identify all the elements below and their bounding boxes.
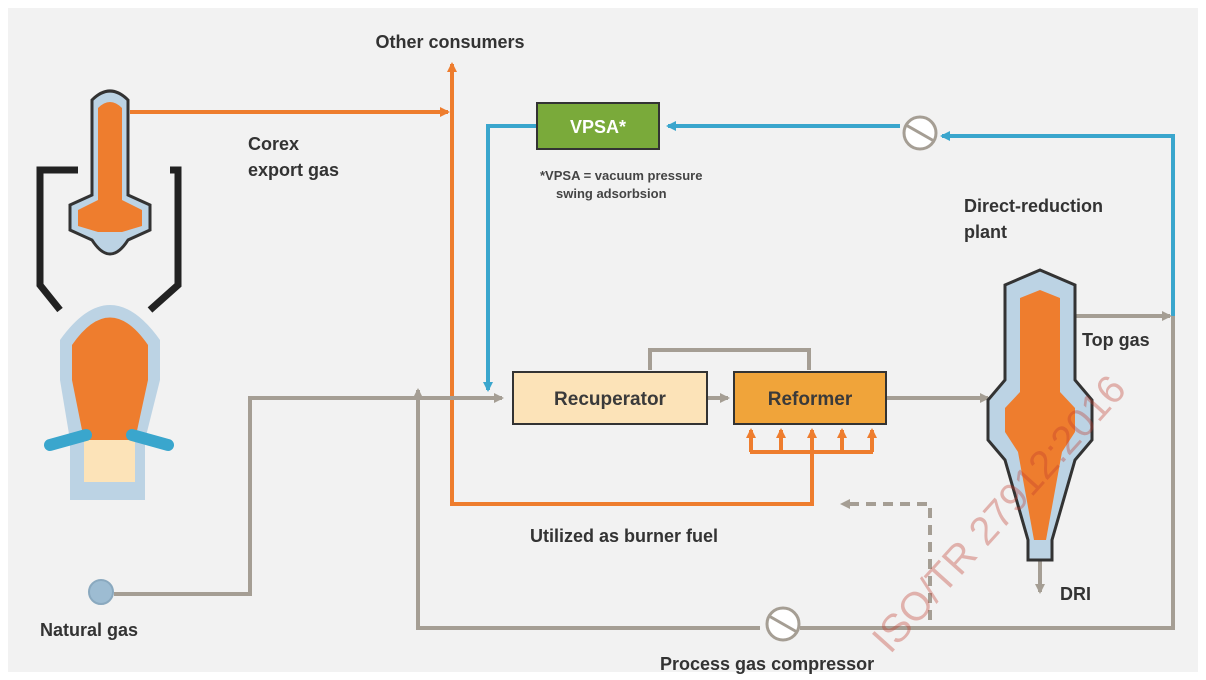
direct-reduction-plant-label-line2: plant <box>964 222 1007 242</box>
burner-fuel-label: Utilized as burner fuel <box>530 526 718 546</box>
corex-plant <box>36 89 182 500</box>
natural-gas-line <box>114 393 504 596</box>
vpsa-unit: VPSA* <box>536 102 660 150</box>
dri-label: DRI <box>1060 584 1091 604</box>
grey-process-lines <box>114 311 1175 630</box>
corex-hearth <box>84 440 135 482</box>
direct-reduction-shaft <box>986 268 1094 562</box>
dashed-fuel-line <box>840 499 932 620</box>
reformer-label: Reformer <box>768 389 853 410</box>
natural-gas-label: Natural gas <box>40 620 138 640</box>
recuperator-unit: Recuperator <box>512 371 708 425</box>
reformer-unit: Reformer <box>733 371 887 425</box>
other-consumers-label: Other consumers <box>375 32 524 52</box>
process-gas-compressor-icon <box>765 606 801 642</box>
tuyere-right <box>126 429 174 451</box>
top-gas-return-line <box>800 316 1175 630</box>
tuyere-left <box>44 429 92 451</box>
top-gas-label: Top gas <box>1082 330 1150 350</box>
corex-export-gas-label-line1: Corex <box>248 134 299 154</box>
vpsa-label: VPSA* <box>570 117 626 137</box>
blue-recycle-lines <box>483 121 1175 392</box>
burner-fuel-main-line <box>450 124 814 506</box>
compressor-return-line <box>413 388 760 630</box>
corex-upper-vessel-core <box>78 102 142 232</box>
vpsa-to-recuperator-line <box>483 124 536 392</box>
recycle-compressor-icon <box>902 115 938 151</box>
natural-gas-source-icon <box>88 579 114 605</box>
orange-gas-lines <box>130 62 877 506</box>
recuperator-label: Recuperator <box>554 389 667 410</box>
shaft-core <box>1005 290 1075 540</box>
direct-reduction-plant-label-line1: Direct-reduction <box>964 196 1103 216</box>
top-gas-to-compressor-line <box>940 131 1175 316</box>
vpsa-footnote-line1: *VPSA = vacuum pressure <box>540 168 702 183</box>
corex-frame <box>36 166 182 313</box>
reformer-loop-line <box>648 348 811 370</box>
vpsa-footnote-line2: swing adsorbsion <box>556 186 667 201</box>
process-gas-compressor-label: Process gas compressor <box>660 654 874 674</box>
corex-export-gas-label-line2: export gas <box>248 160 339 180</box>
